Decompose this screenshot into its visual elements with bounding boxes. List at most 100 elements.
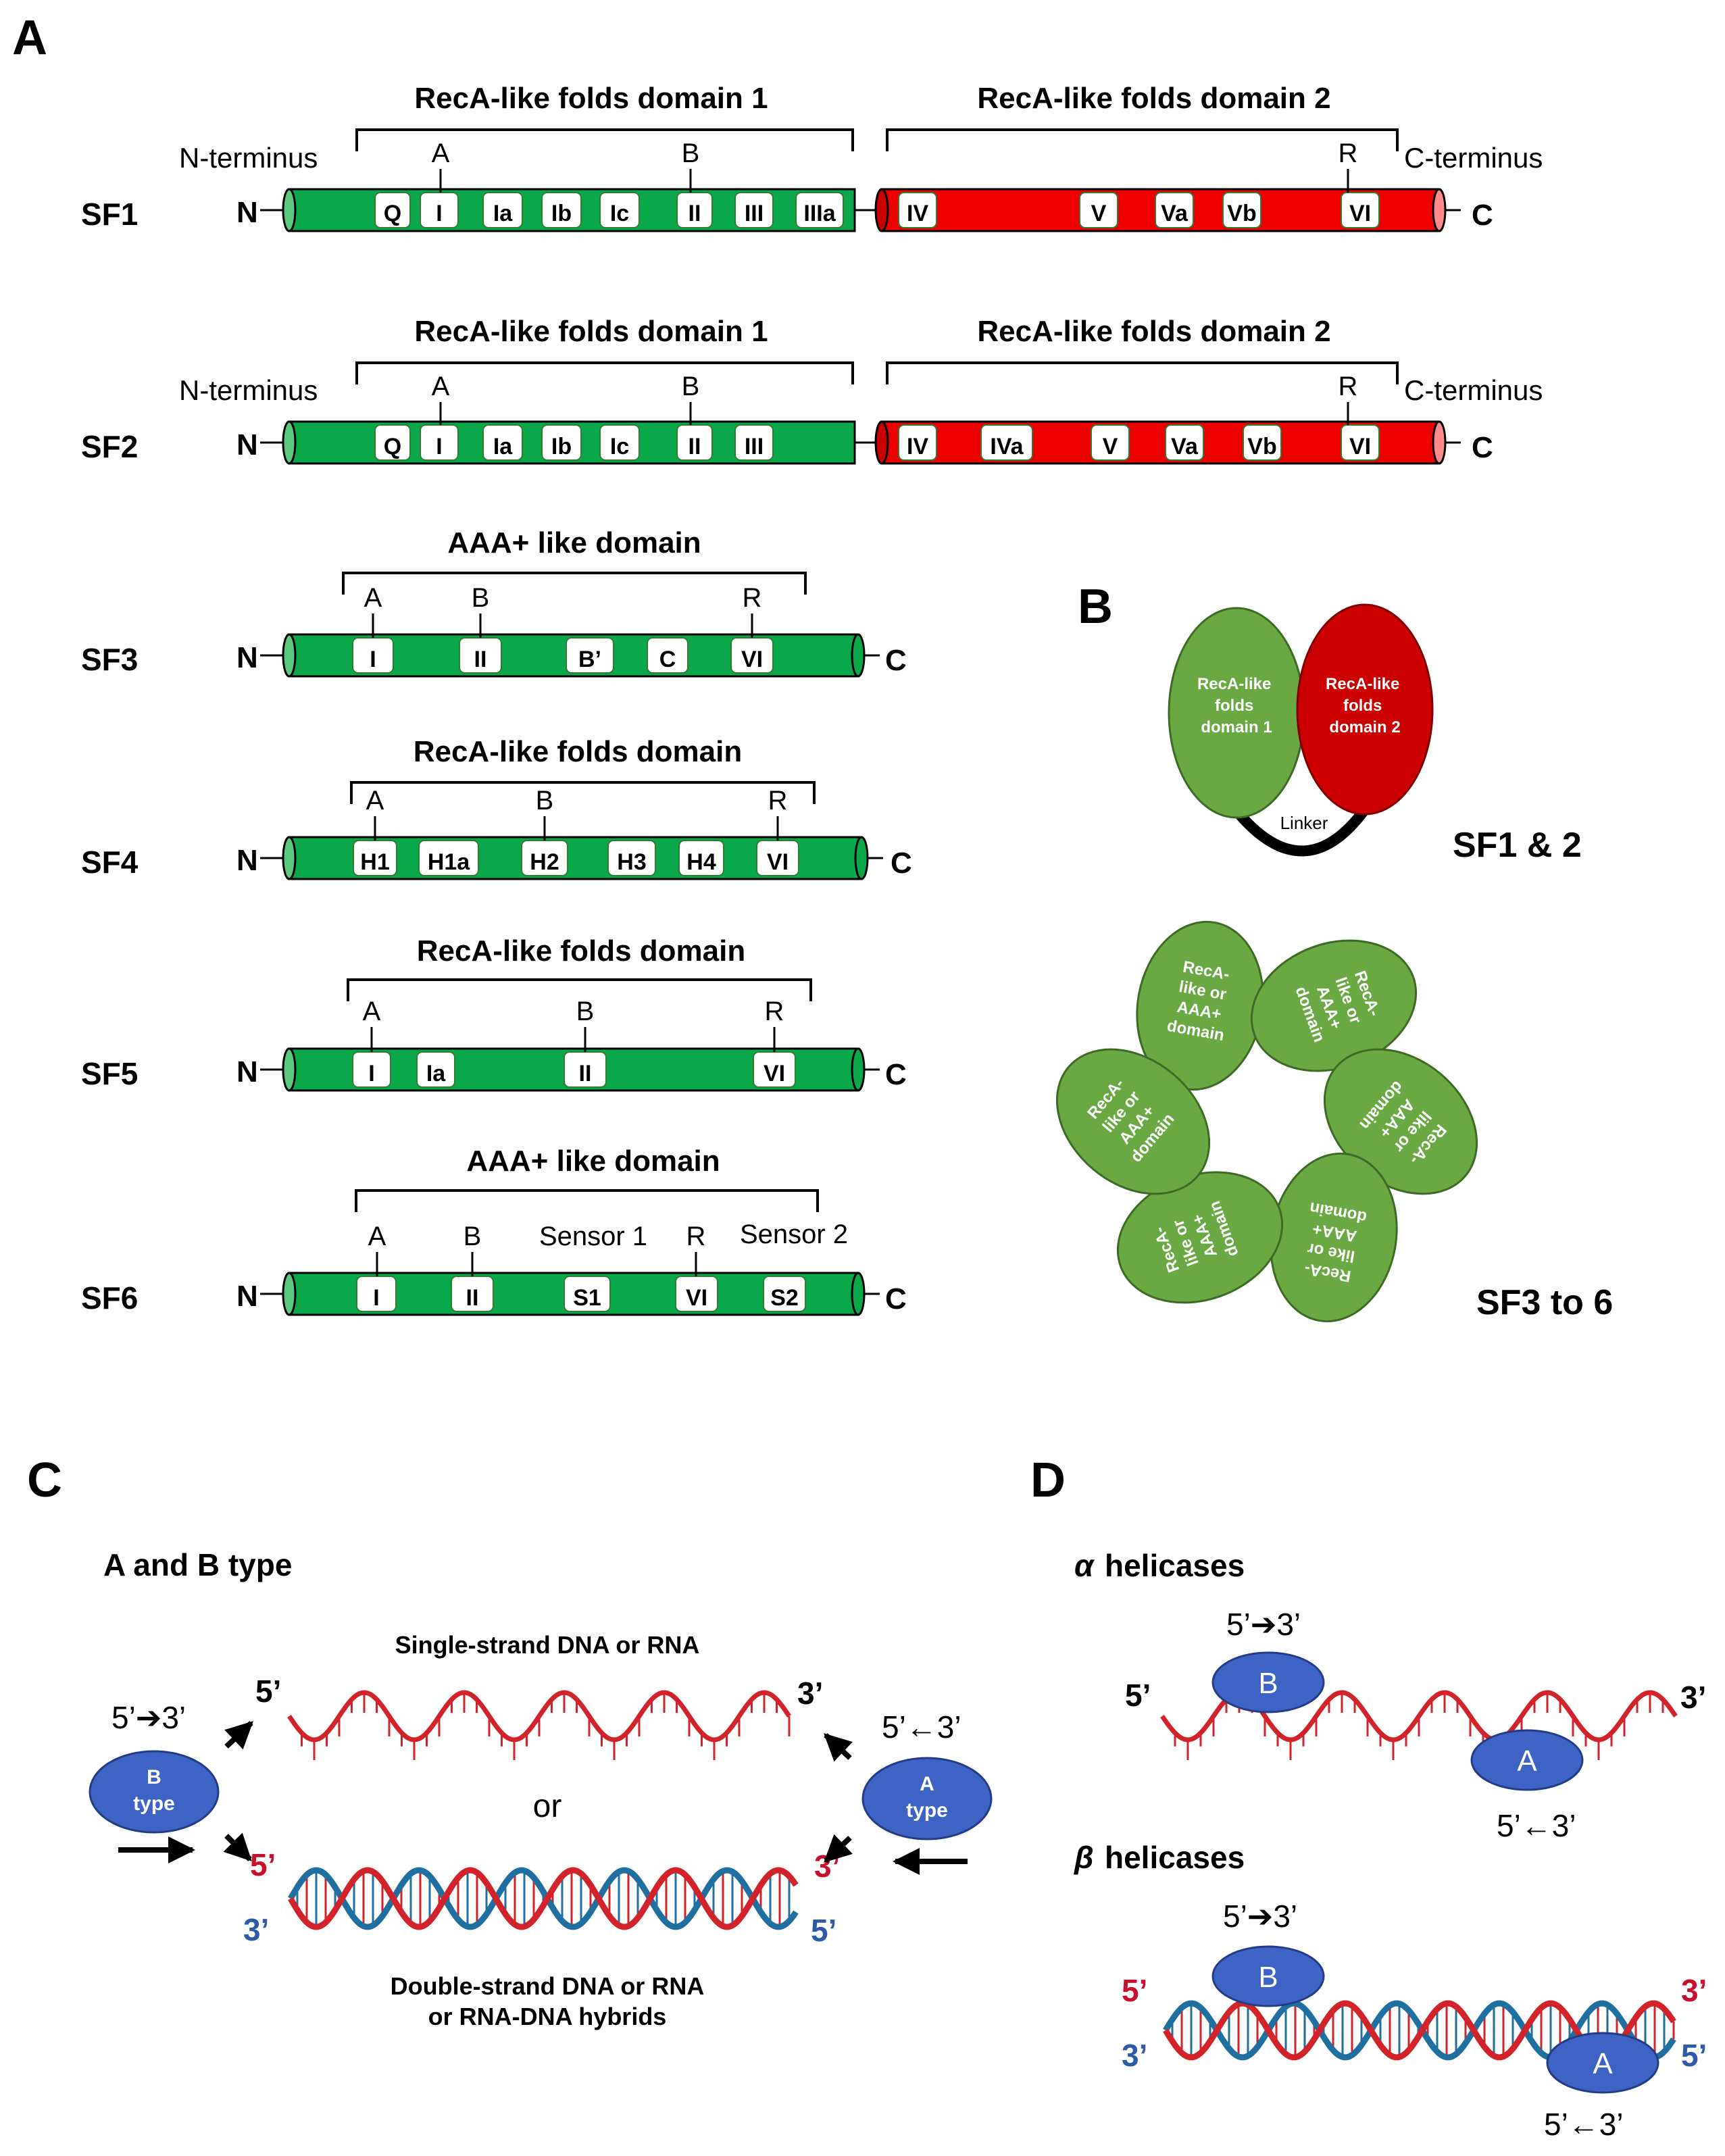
motif-label: Ib: [551, 434, 572, 459]
motif-box: [420, 192, 459, 228]
motif-label: IV: [907, 201, 928, 226]
motif-box: [1222, 192, 1261, 228]
domain-bracket: [886, 361, 1399, 384]
motif-marker-label: B: [682, 139, 700, 168]
blue-backbone: [1163, 2000, 1676, 2061]
motif-marker-label: B: [472, 583, 490, 613]
motif-label: III: [745, 434, 764, 459]
domain2-label: RecA-like folds domain 2: [1326, 675, 1404, 736]
c-terminal-label: C: [1472, 199, 1493, 232]
motif-label: I: [373, 1285, 379, 1311]
n-terminal-label: N: [236, 428, 258, 461]
domain-bracket: [886, 128, 1399, 151]
n-terminus-label: N-terminus: [179, 374, 318, 406]
alpha-3prime-label: 3’: [1680, 1680, 1706, 1715]
motif-label: V: [1103, 434, 1118, 459]
domain2-cap-right: [1432, 420, 1447, 465]
motif-label: H3: [617, 849, 646, 875]
b-type-arrow-down: [223, 1832, 252, 1861]
motif-box: [676, 424, 713, 461]
beta-b-protein: B: [1211, 1945, 1325, 2007]
motif-label: IVa: [990, 434, 1024, 459]
domain1-label: RecA-like folds domain 1: [1197, 675, 1276, 736]
b-type-protein: B type: [89, 1750, 220, 1834]
motif-label: II: [689, 201, 701, 226]
motif-label: H4: [686, 849, 716, 875]
motif-label: VI: [686, 1285, 707, 1311]
motif-label: III: [745, 201, 764, 226]
beta-b-ellipse: [1211, 1945, 1325, 2007]
beta-helicases-title: helicases: [1105, 1840, 1245, 1875]
motif-label: Q: [384, 201, 401, 226]
panel-c-letter: C: [27, 1453, 62, 1507]
superfamily-label: SF2: [81, 429, 138, 464]
motif-label: Vb: [1247, 434, 1276, 459]
motif-box: [541, 192, 582, 228]
motif-label: Ia: [493, 201, 513, 226]
motif-box: [678, 840, 724, 876]
alpha-helicases-title: helicases: [1105, 1548, 1245, 1583]
n-terminal-label: N: [236, 844, 258, 877]
motif-box: [541, 424, 582, 461]
motif-label: VI: [1349, 201, 1371, 226]
motif-marker-label: B: [682, 372, 700, 401]
strand-backbone: [287, 1690, 791, 1743]
a-type-label-top: A: [920, 1773, 934, 1795]
motif-box: [564, 1276, 611, 1312]
domain2-cap-left: [874, 420, 889, 465]
domain-title: AAA+ like domain: [447, 526, 701, 559]
a-type-arrow-up: [824, 1733, 853, 1762]
motif-label: Ia: [426, 1061, 446, 1086]
beta-b-direction: 5’➔3’: [1223, 1899, 1297, 1934]
alpha-b-protein: B: [1211, 1651, 1325, 1713]
domain2-label-line: domain 2: [1329, 718, 1400, 736]
c-terminal-label: C: [1472, 431, 1493, 464]
beta-b-label: B: [1258, 1961, 1278, 1994]
ss-3prime-label: 3’: [797, 1676, 823, 1711]
c-terminal-label: C: [885, 644, 907, 677]
domain-title: RecA-like folds domain: [417, 934, 746, 968]
hexamer-subunit: RecA-like orAAA+domain: [1250, 939, 1418, 1072]
c-terminal-label: C: [885, 1058, 907, 1091]
domain1-label-line: RecA-like: [1197, 675, 1271, 693]
alpha-b-ellipse: [1211, 1651, 1325, 1713]
alpha-b-label: B: [1258, 1667, 1278, 1700]
motif-label: I: [368, 1061, 374, 1086]
motif-marker-label: R: [768, 786, 788, 816]
ds-bottom-5prime-label: 5’: [811, 1913, 836, 1948]
panel-d-letter: D: [1030, 1453, 1066, 1507]
alpha-b-direction: 5’➔3’: [1226, 1607, 1301, 1642]
motif-label: Ic: [610, 201, 629, 226]
motif-label: Va: [1161, 201, 1189, 226]
motif-label: S1: [573, 1285, 601, 1311]
beta-a-ellipse: [1546, 2032, 1659, 2094]
c-terminal-label: C: [891, 847, 912, 880]
red-backbone: [288, 1867, 799, 1930]
beta-top-5prime-label: 5’: [1122, 1973, 1147, 2008]
domain2-ellipse: [1296, 603, 1434, 816]
cylinder-cap-right: [854, 836, 869, 880]
motif-label: II: [466, 1285, 479, 1311]
motif-marker-label: A: [364, 583, 382, 613]
ds-bottom-3prime-label: 3’: [243, 1912, 269, 1947]
subunit-ellipse: [1055, 1048, 1211, 1195]
motif-label: S2: [770, 1285, 799, 1311]
double-strand-label-line1: Double-strand DNA or RNA: [391, 1972, 705, 2000]
motif-box: [898, 192, 937, 228]
panel-b-letter: B: [1078, 580, 1113, 634]
alpha-a-ellipse: [1470, 1729, 1584, 1791]
b-type-label-bottom: type: [133, 1793, 175, 1815]
a-type-arrow-down: [824, 1834, 853, 1863]
domain-bracket: [350, 781, 816, 804]
domain2-cap-left: [874, 188, 889, 232]
motif-label: H1: [360, 849, 389, 875]
motif-label: Vb: [1227, 201, 1256, 226]
cylinder-cap-left: [282, 420, 297, 465]
hexamer-subunit: RecA-like orAAA+domain: [1055, 1048, 1211, 1195]
motif-label: Va: [1171, 434, 1199, 459]
motif-box: [734, 424, 774, 461]
linker-label: Linker: [1280, 813, 1328, 833]
